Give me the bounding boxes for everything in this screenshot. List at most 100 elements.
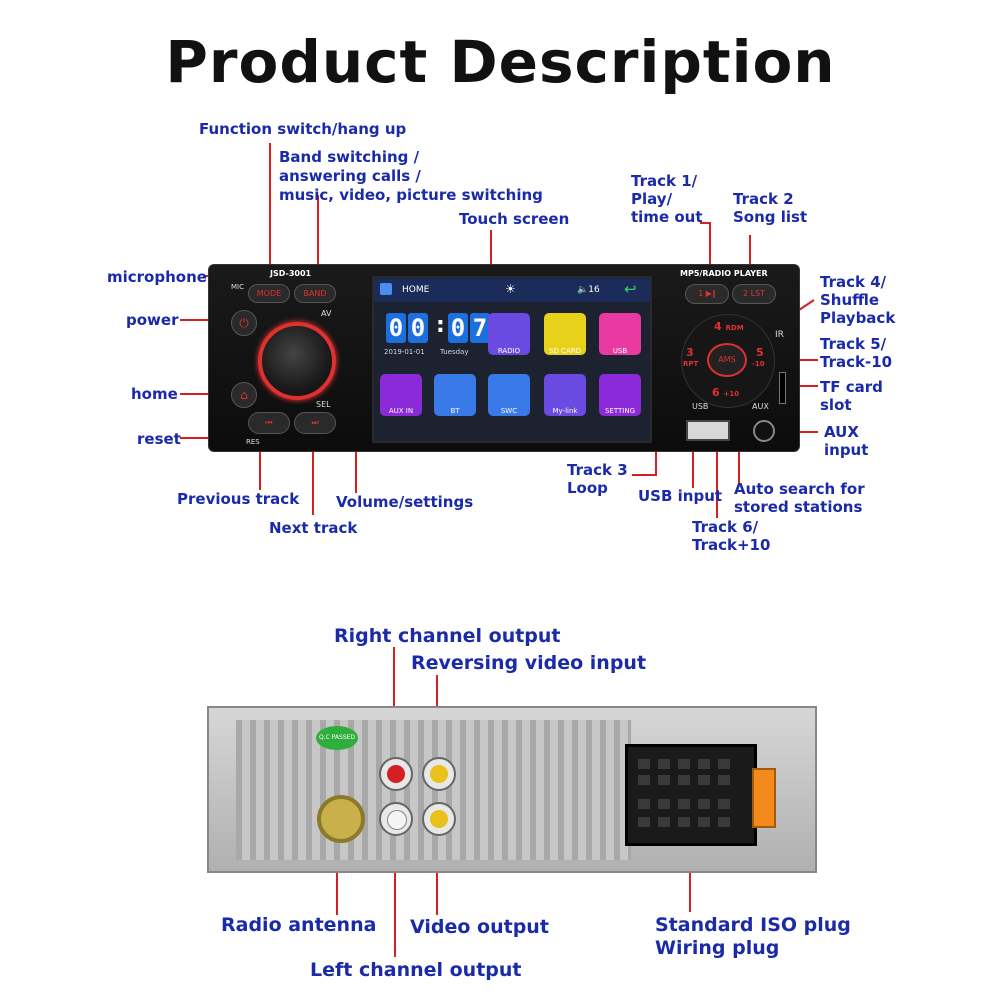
next-track-label: Next track: [269, 519, 358, 537]
tile-label: USB: [612, 347, 628, 355]
home-icon[interactable]: [380, 283, 392, 295]
brightness-icon[interactable]: ☀: [505, 282, 516, 296]
ams-button[interactable]: AMS: [707, 343, 747, 377]
tile-label: BT: [450, 407, 460, 415]
track5-label-2: Track-10: [820, 353, 893, 371]
aux-jack[interactable]: [753, 420, 775, 442]
plus10-label: +10: [723, 390, 740, 398]
track-6-label[interactable]: 6 +10: [712, 386, 739, 399]
screen-topbar: HOME ☀ 🔈16 ↩: [374, 278, 650, 302]
my-link-tile[interactable]: [544, 374, 586, 416]
track-2-button[interactable]: 2 LST: [732, 284, 776, 304]
clock-digit: 0: [408, 313, 428, 343]
track-5-label[interactable]: 5: [756, 346, 764, 359]
microphone-label: microphone: [107, 268, 207, 286]
usb-tile[interactable]: [599, 313, 641, 355]
volume-knob[interactable]: [258, 322, 336, 400]
tile-label: My-link: [552, 407, 578, 415]
radio-tile[interactable]: [488, 313, 530, 355]
function-switch-label: Function switch/hang up: [199, 120, 407, 138]
track1-label-1: Track 1/: [631, 172, 698, 190]
home-button[interactable]: ⌂: [231, 382, 257, 408]
track3-label-1: Track 3: [567, 461, 628, 479]
clock-digit: 0: [448, 313, 468, 343]
auto-search-label-2: stored stations: [734, 498, 863, 516]
radio-antenna-label: Radio antenna: [221, 914, 377, 936]
track1-label-2: Play/: [631, 190, 673, 208]
track-3-label[interactable]: 3: [686, 346, 694, 359]
left-channel-jack[interactable]: [379, 802, 413, 836]
volume-settings-label: Volume/settings: [336, 493, 474, 511]
bt-tile[interactable]: [434, 374, 476, 416]
sd-card-tile[interactable]: [544, 313, 586, 355]
clock-digit: 0: [386, 313, 406, 343]
res-label: RES: [246, 438, 260, 446]
rpt-label: RPT: [683, 360, 699, 368]
tile-label: RADIO: [497, 347, 521, 355]
band-button[interactable]: BAND: [294, 284, 336, 303]
video-output-label: Video output: [410, 916, 549, 938]
band-label-1: Band switching /: [279, 148, 420, 166]
track-4-label[interactable]: 4 RDM: [714, 320, 744, 333]
usb-port-label: USB: [692, 402, 709, 411]
ir-label: IR: [775, 330, 784, 340]
tile-label: SD CARD: [549, 347, 581, 355]
model-label: JSD-3001: [270, 269, 312, 278]
left-channel-label: Left channel output: [310, 959, 522, 981]
aux-in-tile[interactable]: [380, 374, 422, 416]
band-label-3: music, video, picture switching: [279, 186, 543, 204]
track6-label-2: Track+10: [692, 536, 771, 554]
clock-colon: :: [436, 313, 445, 338]
right-channel-jack[interactable]: [379, 757, 413, 791]
reversing-video-jack[interactable]: [422, 757, 456, 791]
track2-label-2: Song list: [733, 208, 808, 226]
next-track-button[interactable]: ⏭: [294, 412, 336, 434]
mode-button[interactable]: MODE: [248, 284, 290, 303]
lst-label: LST: [750, 289, 766, 298]
track1-label-3: time out: [631, 208, 703, 226]
mic-label: MIC: [231, 283, 244, 291]
tf-label-2: slot: [820, 396, 852, 414]
antenna-socket[interactable]: [317, 795, 365, 843]
track4-label-3: Playback: [820, 309, 896, 327]
fuse: [752, 768, 776, 828]
iso-connector[interactable]: [625, 744, 757, 846]
iso-plug-label-1: Standard ISO plug: [655, 914, 851, 936]
usb-port[interactable]: [686, 420, 730, 441]
aux-label-2: input: [824, 441, 869, 459]
track4-label-2: Shuffle: [820, 291, 880, 309]
sel-label: SEL: [316, 400, 331, 409]
tf-label-1: TF card: [820, 378, 883, 396]
track2-label-1: Track 2: [733, 190, 794, 208]
previous-track-button[interactable]: ⏮: [248, 412, 290, 434]
clock-digit: 7: [470, 313, 490, 343]
av-label: AV: [321, 309, 332, 318]
power-button[interactable]: ⏻: [231, 310, 257, 336]
tile-label: SWC: [500, 407, 518, 415]
screen-home-label: HOME: [402, 285, 430, 295]
tf-card-slot[interactable]: [779, 372, 786, 404]
rdm-label: RDM: [725, 324, 744, 332]
reversing-video-label: Reversing video input: [411, 652, 647, 674]
back-icon[interactable]: ↩: [624, 280, 637, 298]
swc-tile[interactable]: [488, 374, 530, 416]
page-title: Product Description: [165, 28, 836, 96]
track3-label-2: Loop: [567, 479, 608, 497]
band-label-2: answering calls /: [279, 167, 421, 185]
video-output-jack[interactable]: [422, 802, 456, 836]
reset-label: reset: [137, 430, 181, 448]
volume-value: 16: [588, 285, 600, 295]
power-label: power: [126, 311, 179, 329]
touch-screen[interactable]: HOME ☀ 🔈16 ↩ 0 0 : 0 7 2019-01-01 Tuesda…: [372, 276, 652, 443]
setting-tile[interactable]: [599, 374, 641, 416]
tile-label: AUX IN: [388, 407, 414, 415]
player-label: MP5/RADIO PLAYER: [680, 269, 768, 278]
track-1-button[interactable]: 1 ▶‖: [685, 284, 729, 304]
previous-track-label: Previous track: [177, 490, 300, 508]
track6-label-1: Track 6/: [692, 518, 759, 536]
minus10-label: -10: [752, 360, 765, 368]
home-label: home: [131, 385, 178, 403]
n4: 4: [714, 320, 722, 333]
screen-date: 2019-01-01: [384, 348, 425, 356]
tile-label: SETTING: [604, 407, 636, 415]
